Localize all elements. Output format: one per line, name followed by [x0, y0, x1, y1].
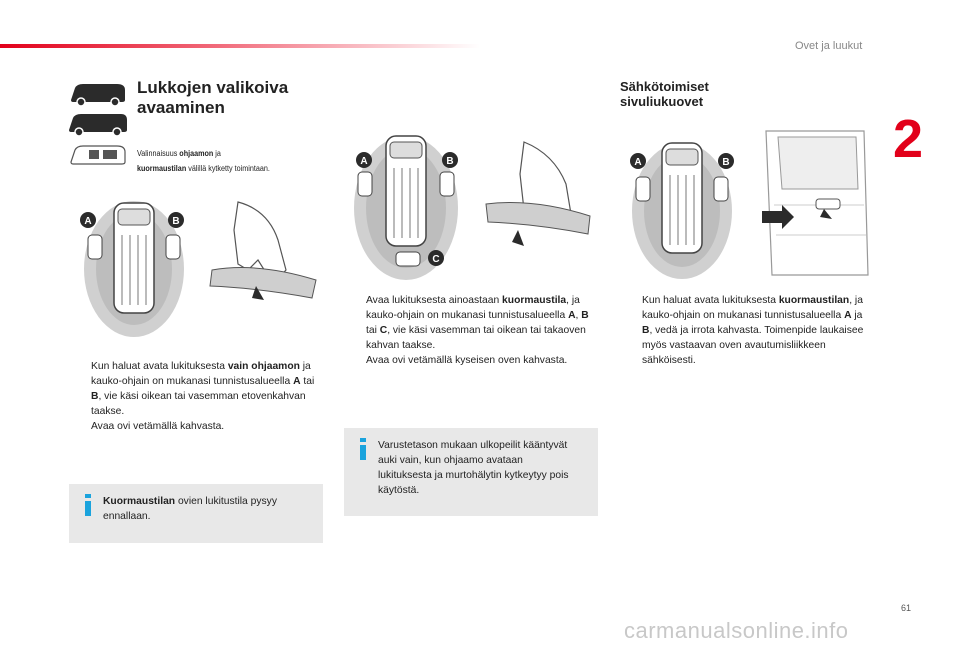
van-long-icon	[69, 114, 127, 137]
zone-label-a: A	[360, 156, 367, 167]
chapter-number: 2	[893, 109, 924, 169]
vehicle-icons	[69, 84, 127, 165]
zone-diagram-left: A B	[80, 201, 184, 337]
left-title: Lukkojen valikoiva avaaminen	[137, 78, 289, 117]
sliding-door-illustration	[754, 125, 872, 287]
info-box-left: Kuormaustilan ovien lukitustila pysyy en…	[69, 484, 323, 543]
info-box-middle: Varustetason mukaan ulkopeilit kääntyvät…	[344, 428, 598, 516]
watermark: carmanualsonline.info	[624, 618, 849, 643]
zone-label-b: B	[172, 216, 179, 227]
right-title: Sähkötoimiset sivuliukuovet	[620, 79, 709, 109]
middle-bullet-1: Avaa lukituksesta ainoastaan kuormaustil…	[366, 295, 589, 351]
hand-handle-illustration-middle	[485, 141, 591, 246]
header-accent-bar	[0, 44, 480, 48]
right-bullet-1: Kun haluat avata lukituksesta kuormausti…	[642, 295, 864, 366]
page-number: 61	[901, 603, 912, 613]
zone-label-a: A	[84, 216, 91, 227]
left-bullet-1: Kun haluat avata lukituksesta vain ohjaa…	[91, 361, 315, 417]
hand-handle-illustration-left	[209, 201, 317, 300]
middle-bullet-2: Avaa ovi vetämällä kyseisen oven kahvast…	[366, 355, 568, 366]
van-cabin-icon	[70, 145, 126, 165]
van-short-icon	[71, 84, 125, 107]
zone-label-b: B	[446, 156, 453, 167]
zone-label-c: C	[432, 254, 439, 265]
right-instructions: Kun haluat avata lukituksesta kuormausti…	[620, 293, 870, 368]
option-note: Valinnaisuus ohjaamon ja kuormaustilan v…	[137, 149, 270, 173]
info-icon	[85, 494, 91, 516]
left-bullet-2: Avaa ovi vetämällä kahvasta.	[91, 421, 225, 432]
middle-instructions: Avaa lukituksesta ainoastaan kuormaustil…	[344, 293, 596, 368]
left-instructions: Kun haluat avata lukituksesta vain ohjaa…	[69, 359, 327, 434]
zone-label-b: B	[722, 157, 729, 168]
zone-label-a: A	[634, 157, 641, 168]
zone-diagram-middle: A B C	[354, 135, 458, 280]
info-icon	[360, 438, 366, 460]
section-title: Ovet ja luukut	[795, 40, 863, 52]
zone-diagram-right: A B	[630, 142, 734, 279]
